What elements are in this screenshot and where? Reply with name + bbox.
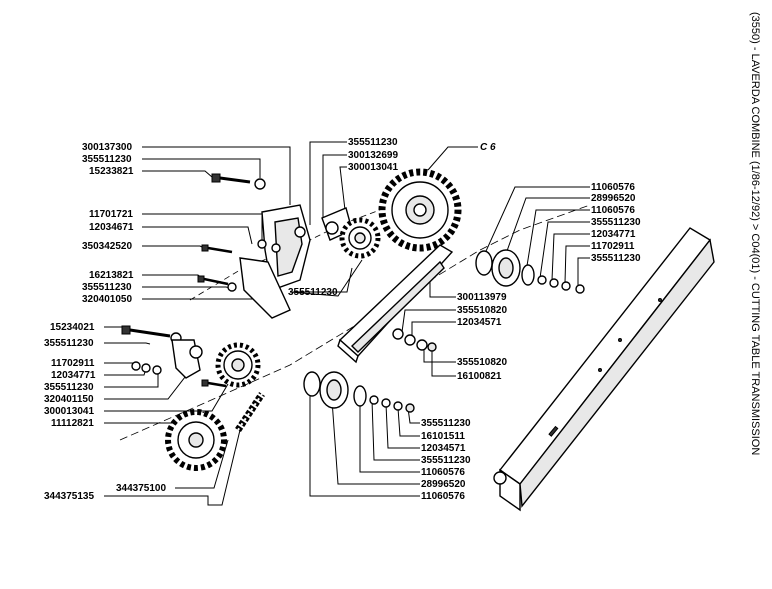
label-12034771-b: 12034771: [591, 229, 636, 240]
label-11112821: 11112821: [51, 418, 94, 429]
label-344375100: 344375100: [116, 483, 166, 494]
bracket-top: [261, 204, 311, 291]
bearing-bottom: [303, 371, 415, 413]
label-16213821: 16213821: [89, 270, 134, 281]
label-11702911-b: 11702911: [591, 241, 635, 252]
leader-lines: [104, 141, 591, 506]
label-12034571-a: 12034571: [457, 317, 502, 328]
label-11060576-c: 11060576: [421, 467, 465, 478]
channel-beam-right: [493, 227, 715, 512]
label-16100821: 16100821: [457, 371, 502, 382]
label-355511230-c: 355511230: [44, 338, 94, 349]
label-300013041-b: 300013041: [348, 162, 398, 173]
label-355511230-a: 355511230: [82, 154, 132, 165]
label-355511230-b: 355511230: [82, 282, 132, 293]
label-355511230-bot: 355511230: [421, 418, 471, 429]
label-15234021: 15234021: [50, 322, 95, 333]
bolt-top-left: [211, 173, 266, 190]
label-11060576-d: 11060576: [421, 491, 465, 502]
label-300013041-a: 300013041: [44, 406, 94, 417]
sprocket-lower-left: [165, 409, 227, 471]
label-300137300: 300137300: [82, 142, 132, 153]
label-300113979: 300113979: [457, 292, 507, 303]
sprocket-small-left: [215, 342, 261, 388]
label-355511230-d: 355511230: [44, 382, 94, 393]
sprocket-c6: [378, 168, 462, 252]
label-355511230-r1: 355511230: [591, 217, 641, 228]
label-11701721: 11701721: [89, 209, 133, 220]
label-355510820-b: 355510820: [457, 357, 507, 368]
bearing-right-top: [475, 249, 585, 294]
label-300132699: 300132699: [348, 150, 398, 161]
label-355511230-bot2: 355511230: [421, 455, 471, 466]
label-11060576-b: 11060576: [591, 205, 635, 216]
label-12034671: 12034671: [89, 222, 134, 233]
label-11060576-a: 11060576: [591, 182, 635, 193]
label-355511230-top: 355511230: [348, 137, 398, 148]
label-16101511: 16101511: [421, 431, 465, 442]
label-28996520-a: 28996520: [591, 193, 636, 204]
label-350342520: 350342520: [82, 241, 132, 252]
label-320401150: 320401150: [44, 394, 94, 405]
label-28996520-b: 28996520: [421, 479, 466, 490]
label-355511230-r2: 355511230: [591, 253, 641, 264]
parts: [121, 168, 715, 512]
label-344375135: 344375135: [44, 491, 94, 502]
sprocket-top-centre: [321, 207, 381, 259]
label-355511230-mid: 355511230: [288, 287, 338, 298]
label-11702911-a: 11702911: [51, 358, 95, 369]
label-12034571-b: 12034571: [421, 443, 466, 454]
label-12034771-a: 12034771: [51, 370, 96, 381]
part-labels: 300137300 355511230 15233821 11701721 12…: [44, 137, 641, 502]
central-beam: [337, 244, 454, 364]
label-320401050: 320401050: [82, 294, 132, 305]
label-355510820-a: 355510820: [457, 305, 507, 316]
chain: [235, 392, 265, 432]
label-15233821: 15233821: [89, 166, 134, 177]
section-label-c6: C 6: [480, 142, 496, 153]
diagram-title: (3550) - LAVERDA COMBINE (1/86-12/92) > …: [749, 12, 761, 455]
